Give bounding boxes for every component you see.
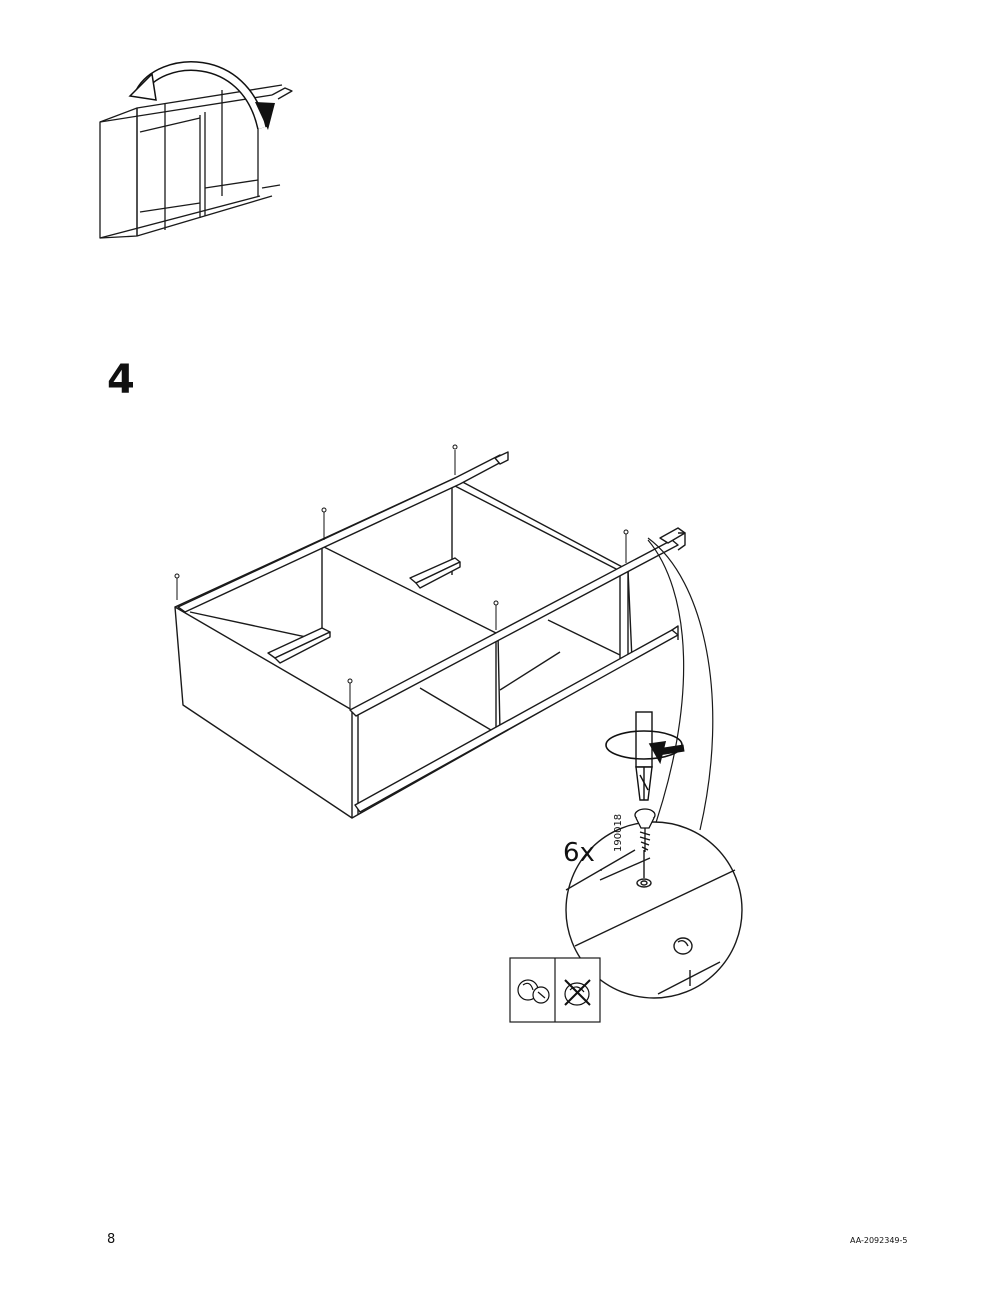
screw-1 bbox=[174, 573, 180, 600]
screw-5 bbox=[493, 600, 499, 630]
bottom-rail-front bbox=[354, 629, 679, 813]
cam-lock-incorrect-icon bbox=[564, 979, 591, 1006]
quantity-label: 6x bbox=[563, 838, 595, 868]
screw-6 bbox=[623, 529, 629, 563]
top-rail-back bbox=[177, 454, 506, 613]
flip-arrow-head bbox=[128, 72, 157, 101]
frame-top-edge bbox=[99, 94, 273, 123]
document-code: AA-2092349-5 bbox=[850, 1236, 908, 1245]
rotation-arrow-icon bbox=[605, 730, 685, 765]
screw-4 bbox=[347, 678, 353, 708]
page-number: 8 bbox=[107, 1232, 116, 1247]
callout-line-inner bbox=[647, 539, 685, 841]
screw-markers bbox=[174, 444, 629, 708]
part-number-label: 190018 bbox=[613, 813, 624, 852]
middle-divider bbox=[321, 545, 501, 733]
screw-icon bbox=[634, 808, 656, 852]
top-rail-front bbox=[349, 539, 679, 717]
callout-line-outer bbox=[647, 537, 714, 831]
screwdriver-icon bbox=[635, 711, 653, 801]
cam-lock-correct-icon bbox=[517, 979, 550, 1004]
back-panel-edge bbox=[174, 477, 629, 608]
step-number: 4 bbox=[107, 357, 135, 403]
screw-3 bbox=[452, 444, 458, 475]
screw-2 bbox=[321, 507, 327, 540]
screw-hole bbox=[636, 878, 652, 888]
detail-circle bbox=[565, 821, 743, 999]
